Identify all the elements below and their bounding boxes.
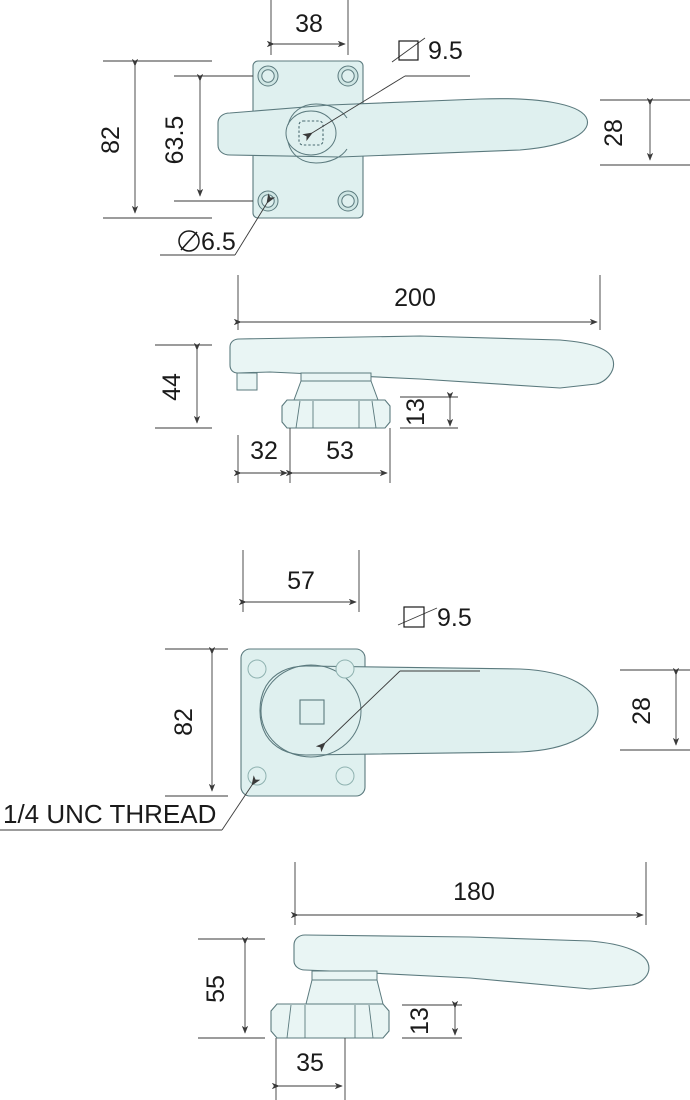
lever-tail-nib bbox=[236, 372, 258, 391]
screw-holes-group bbox=[257, 65, 359, 212]
boss-arc-top bbox=[287, 103, 348, 126]
rose-facet-line-8 bbox=[368, 1004, 374, 1039]
dim-13-b-group: 13 bbox=[402, 1000, 462, 1039]
view-2-side-rect-backplate: 200 44 bbox=[155, 275, 615, 483]
leader-tail-9-5-a bbox=[391, 37, 426, 63]
callout-unc-thread: 1/4 UNC THREAD bbox=[0, 775, 261, 831]
dim-82-a-group: 82 bbox=[97, 58, 212, 219]
dim-label-13-a: 13 bbox=[402, 398, 430, 426]
dim-label-55: 55 bbox=[202, 975, 230, 1003]
dim-label-82-b: 82 bbox=[170, 708, 198, 736]
dim-200-group: 200 bbox=[233, 275, 601, 330]
rose-facet-line-1 bbox=[295, 400, 301, 429]
spindle-boss-outline bbox=[285, 110, 337, 156]
square-symbol-icon-b bbox=[403, 606, 425, 628]
dim-180-group: 180 bbox=[290, 862, 647, 925]
rose-facet-line-5 bbox=[286, 1004, 292, 1039]
dim-label-28-a: 28 bbox=[600, 119, 628, 147]
view-2-geometry bbox=[229, 335, 615, 429]
dim-label-53: 53 bbox=[326, 437, 354, 465]
lever-side-profile bbox=[229, 335, 615, 389]
dim-label-28-b: 28 bbox=[628, 697, 656, 725]
leader-line-9-5-b bbox=[315, 670, 401, 753]
dim-63-5-group: 63.5 bbox=[161, 73, 253, 202]
callout-label-6-5: 6.5 bbox=[201, 228, 236, 256]
screw-hole-top-right bbox=[337, 65, 359, 87]
callout-label-9-5-a: 9.5 bbox=[428, 37, 463, 65]
rose-collar-band bbox=[300, 372, 372, 382]
view-3-front-rose-backplate: 57 82 bbox=[0, 550, 690, 831]
leader-line-6-5 bbox=[234, 193, 276, 256]
screw-hole-bottom-left bbox=[257, 190, 279, 212]
rose-facet-line-4 bbox=[371, 400, 377, 429]
rose-spindle-square-hole bbox=[299, 699, 325, 725]
rose-base-nut-2 bbox=[270, 1003, 390, 1039]
lever-side-profile-rose bbox=[293, 934, 650, 990]
dim-label-63-5: 63.5 bbox=[161, 116, 189, 165]
dim-28-b-group: 28 bbox=[620, 667, 690, 751]
dim-13-a-group: 13 bbox=[400, 391, 458, 429]
dim-label-32: 32 bbox=[250, 437, 278, 465]
callout-dia-6-5: 6.5 bbox=[160, 193, 276, 256]
dim-32-group: 32 bbox=[233, 428, 291, 483]
dim-label-180: 180 bbox=[453, 878, 495, 906]
dim-label-44: 44 bbox=[158, 373, 186, 401]
view-4-geometry bbox=[270, 934, 650, 1039]
dim-57-group: 57 bbox=[238, 550, 360, 612]
dim-28-a-group: 28 bbox=[600, 97, 690, 166]
dim-label-38: 38 bbox=[295, 10, 323, 38]
rose-neck bbox=[293, 380, 379, 401]
screw-hole-bottom-right bbox=[337, 190, 359, 212]
dim-35-group: 35 bbox=[271, 1038, 346, 1100]
dim-38-group: 38 bbox=[266, 0, 349, 55]
lever-blade-rose-front bbox=[259, 665, 599, 756]
rose-neck-2 bbox=[305, 979, 384, 1005]
callout-square-9-5-b: 9.5 bbox=[315, 604, 480, 753]
diameter-symbol-icon bbox=[178, 230, 200, 252]
rose-screw-hole-bottom-left bbox=[247, 766, 267, 786]
rose-screw-hole-top-right bbox=[335, 659, 355, 679]
leader-line-unc bbox=[221, 775, 261, 831]
rose-screw-hole-top-left bbox=[247, 659, 267, 679]
rose-screw-hole-bottom-right bbox=[335, 766, 355, 786]
dim-label-82-a: 82 bbox=[97, 126, 125, 154]
square-symbol-icon-a bbox=[398, 40, 419, 61]
view-1-front-rect-backplate: 38 82 63.5 28 9.5 bbox=[97, 0, 690, 256]
lever-blade-front bbox=[217, 98, 588, 158]
leader-line-9-5-a bbox=[302, 75, 406, 142]
dim-label-200: 200 bbox=[394, 284, 436, 312]
callout-label-9-5-b: 9.5 bbox=[437, 604, 472, 632]
callout-label-unc-thread: 1/4 UNC THREAD bbox=[3, 799, 216, 829]
callout-square-9-5-a: 9.5 bbox=[302, 37, 470, 142]
dim-55-group: 55 bbox=[198, 936, 265, 1039]
dim-label-13-b: 13 bbox=[406, 1007, 434, 1035]
rose-base-nut bbox=[281, 399, 391, 429]
dim-44-group: 44 bbox=[155, 342, 212, 429]
rose-collar-band-2 bbox=[311, 970, 378, 981]
dim-label-35: 35 bbox=[296, 1049, 324, 1077]
rose-boss-outline bbox=[260, 664, 362, 758]
boss-arc-bottom bbox=[287, 141, 348, 164]
dim-label-57: 57 bbox=[287, 567, 315, 595]
view-4-side-rose: 180 55 13 bbox=[198, 862, 650, 1100]
screw-hole-top-left bbox=[257, 65, 279, 87]
dim-82-b-group: 82 bbox=[165, 646, 228, 797]
dim-53-group: 53 bbox=[285, 428, 391, 483]
